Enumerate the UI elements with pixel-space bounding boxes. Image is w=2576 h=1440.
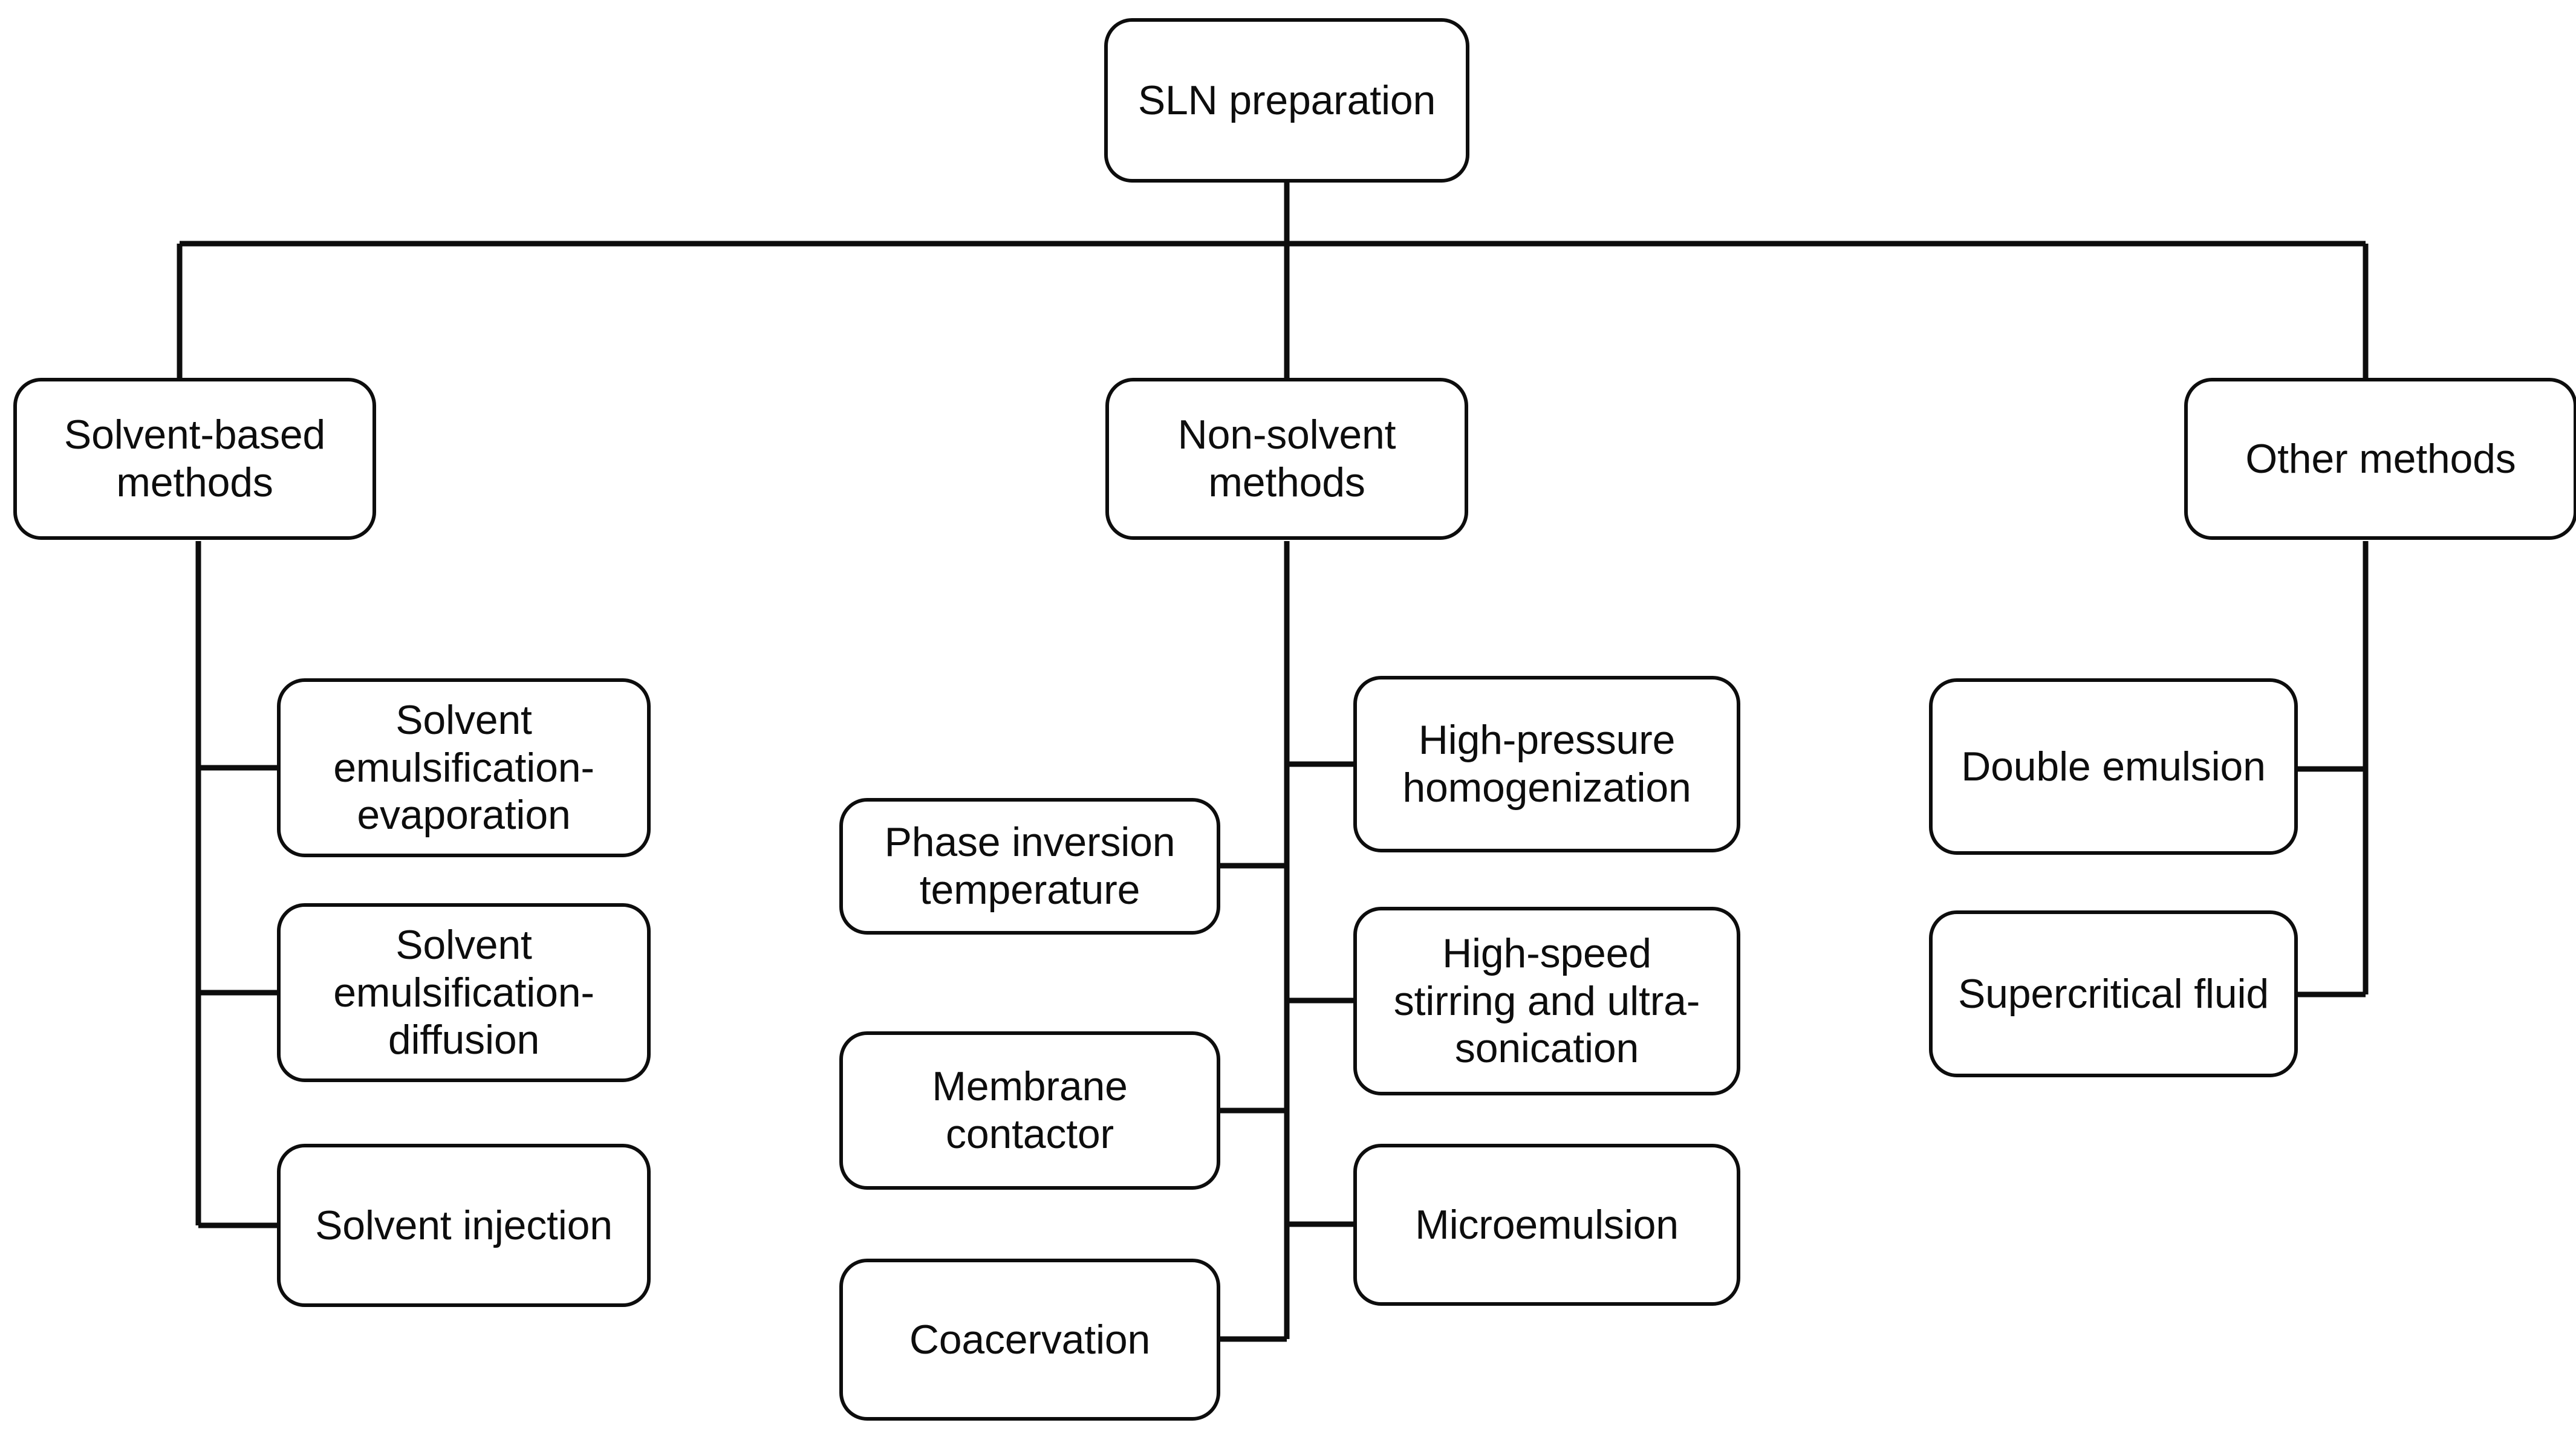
- node-label: Other methods: [2245, 435, 2516, 482]
- node-label: Microemulsion: [1415, 1201, 1679, 1248]
- node-label: Solvent emulsification- evaporation: [333, 696, 594, 838]
- node-solvent-emulsification-diffusion[interactable]: Solvent emulsification- diffusion: [277, 903, 651, 1082]
- node-supercritical-fluid[interactable]: Supercritical fluid: [1929, 910, 2298, 1077]
- node-label: SLN preparation: [1137, 77, 1436, 123]
- node-label: Double emulsion: [1961, 743, 2266, 790]
- node-non-solvent-methods[interactable]: Non-solvent methods: [1105, 378, 1468, 540]
- node-high-speed-stirring-ultrasonication[interactable]: High-speed stirring and ultra- sonicatio…: [1353, 907, 1740, 1095]
- node-solvent-emulsification-evaporation[interactable]: Solvent emulsification- evaporation: [277, 678, 651, 857]
- node-label: Phase inversion temperature: [884, 819, 1176, 913]
- node-label: Solvent emulsification- diffusion: [333, 921, 594, 1063]
- node-solvent-based-methods[interactable]: Solvent-based methods: [13, 378, 376, 540]
- node-solvent-injection[interactable]: Solvent injection: [277, 1144, 651, 1307]
- node-label: Supercritical fluid: [1958, 970, 2269, 1017]
- node-label: Membrane contactor: [932, 1063, 1128, 1157]
- node-label: High-speed stirring and ultra- sonicatio…: [1393, 930, 1700, 1072]
- node-other-methods[interactable]: Other methods: [2184, 378, 2576, 540]
- node-label: Non-solvent methods: [1177, 412, 1396, 505]
- node-microemulsion[interactable]: Microemulsion: [1353, 1144, 1740, 1306]
- node-coacervation[interactable]: Coacervation: [839, 1259, 1220, 1421]
- node-label: High-pressure homogenization: [1402, 717, 1691, 811]
- node-label: Solvent injection: [315, 1202, 613, 1248]
- node-membrane-contactor[interactable]: Membrane contactor: [839, 1031, 1220, 1190]
- node-double-emulsion[interactable]: Double emulsion: [1929, 678, 2298, 855]
- node-phase-inversion-temperature[interactable]: Phase inversion temperature: [839, 798, 1220, 935]
- node-label: Coacervation: [909, 1316, 1151, 1363]
- node-high-pressure-homogenization[interactable]: High-pressure homogenization: [1353, 676, 1740, 852]
- node-sln-preparation[interactable]: SLN preparation: [1104, 18, 1469, 183]
- node-label: Solvent-based methods: [63, 412, 326, 505]
